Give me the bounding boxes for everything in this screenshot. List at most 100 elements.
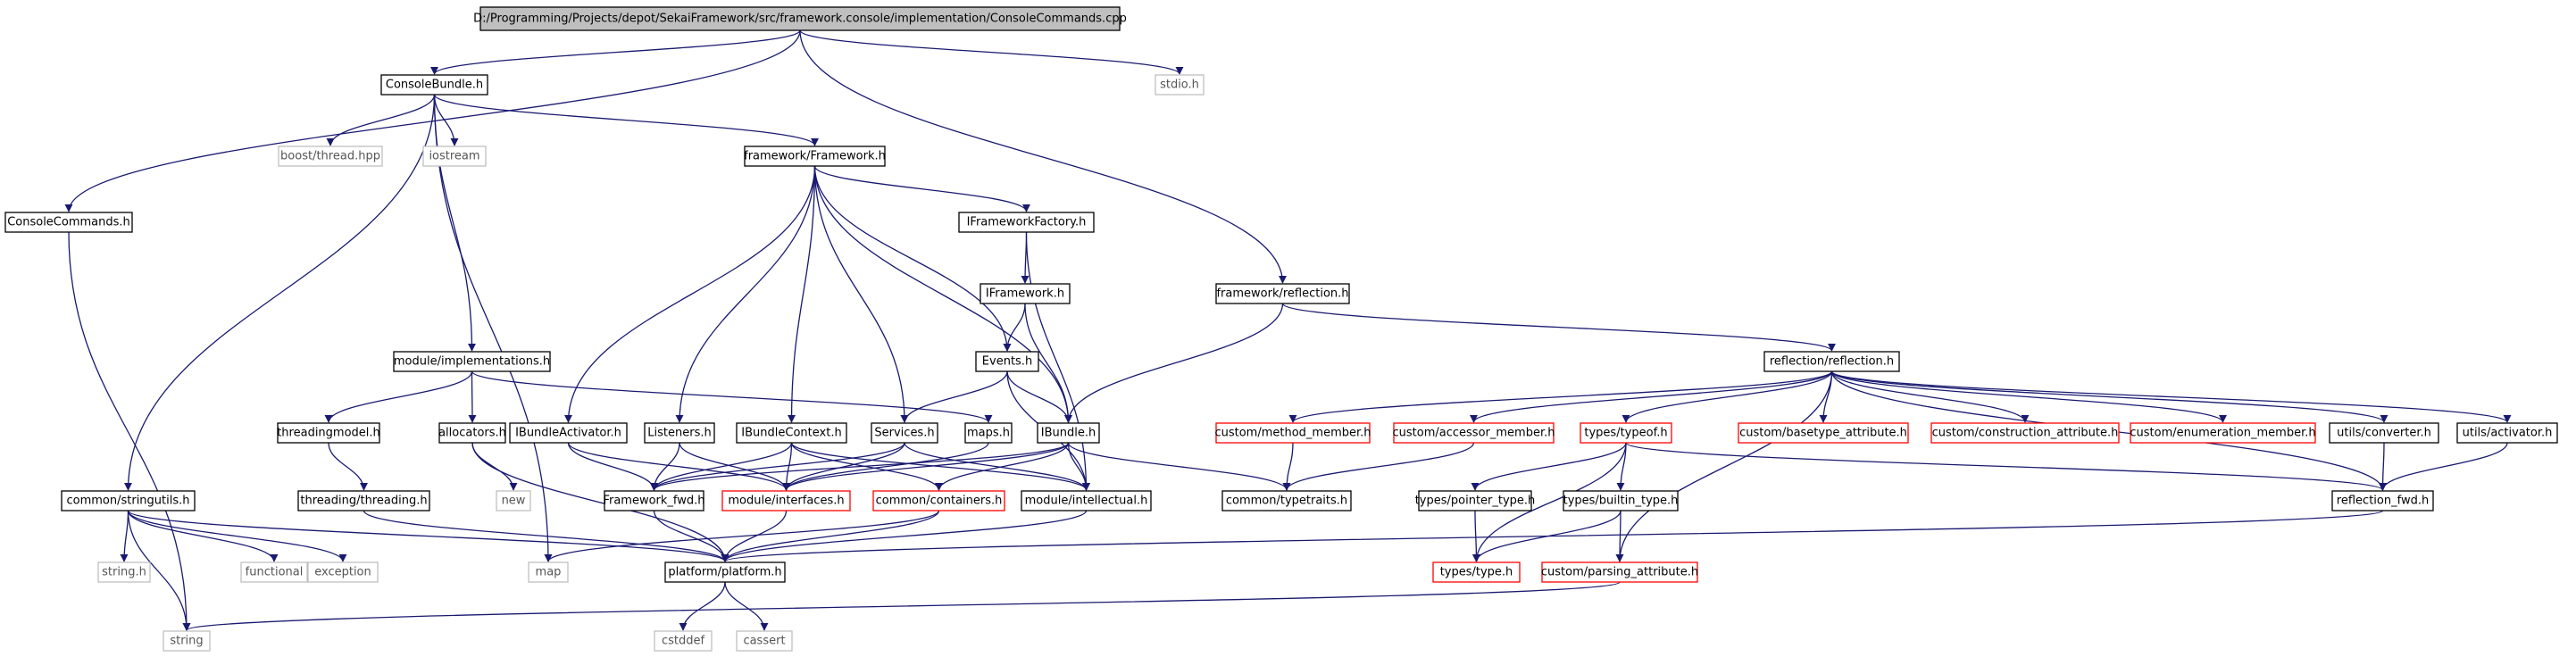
node-cstddef: cstddef <box>654 630 713 652</box>
edge-common-stringutils-to-string-h <box>120 510 129 562</box>
node-string-h: string.h <box>97 561 151 583</box>
node-common-typetraits-h[interactable]: common/typetraits.h <box>1221 490 1352 511</box>
node-box <box>1215 422 1371 444</box>
edge-consolebundle-to-framework <box>433 94 819 146</box>
node-framework-fwd-h[interactable]: Framework_fwd.h <box>603 490 705 511</box>
node-listeners-h[interactable]: Listeners.h <box>644 422 715 444</box>
edge-root-to-consolebundle <box>430 29 801 75</box>
node-module-intellectual-h[interactable]: module/intellectual.h <box>1021 490 1152 511</box>
edge-refl-refl-to-custom-method <box>1288 370 1833 423</box>
node-framework-framework-h[interactable]: framework/Framework.h <box>744 146 886 167</box>
node-box <box>393 351 551 372</box>
node-box <box>2130 422 2316 444</box>
node-services-h[interactable]: Services.h <box>871 422 938 444</box>
edge-consolebundle-to-boost-thread <box>326 94 436 146</box>
node-custom-enumeration-member-h[interactable]: custom/enumeration_member.h <box>2130 422 2316 444</box>
node-box <box>1432 561 1521 583</box>
node-custom-parsing-attribute-h[interactable]: custom/parsing_attribute.h <box>1541 561 1698 583</box>
node-label: map <box>536 566 562 579</box>
edge-platform-to-cassert <box>724 581 769 631</box>
node-types-builtin-type-h[interactable]: types/builtin_type.h <box>1563 490 1679 511</box>
node-label: D:/Programming/Projects/depot/SekaiFrame… <box>473 12 1127 26</box>
edge-framework-to-iframeworkfactory <box>813 165 1030 212</box>
edge-ibundle-to-common-containers <box>934 442 1070 491</box>
node-threadingmodel-h[interactable]: threadingmodel.h <box>277 422 380 444</box>
node-consolecommands-h[interactable]: ConsoleCommands.h <box>4 212 133 233</box>
node-label: custom/accessor_member.h <box>1393 427 1555 440</box>
node-utils-converter-h[interactable]: utils/converter.h <box>2329 422 2439 444</box>
node-platform-platform-h[interactable]: platform/platform.h <box>664 561 786 583</box>
node-label: framework/reflection.h <box>1216 287 1348 301</box>
node-reflection-fwd-h[interactable]: reflection_fwd.h <box>2331 490 2434 511</box>
edge-module-impl-to-threadingmodel <box>324 370 473 423</box>
node-framework-reflection-h[interactable]: framework/reflection.h <box>1215 283 1350 304</box>
edge-framework-to-services <box>813 165 909 423</box>
node-box <box>61 490 196 511</box>
node-box <box>1541 561 1698 583</box>
node-box <box>958 212 1095 233</box>
node-box <box>277 422 380 444</box>
node-label: module/interfaces.h <box>728 495 844 508</box>
node-module-interfaces-h[interactable]: module/interfaces.h <box>721 490 851 511</box>
node-box <box>1221 490 1352 511</box>
node-consolebundle-h[interactable]: ConsoleBundle.h <box>380 74 488 96</box>
node-label: string <box>170 635 203 648</box>
node-layer: D:/Programming/Projects/depot/SekaiFrame… <box>4 6 2558 652</box>
edge-allocators-to-new <box>471 442 518 491</box>
node-reflection-reflection-h[interactable]: reflection/reflection.h <box>1763 351 1900 372</box>
edge-utils-activator-to-reflection-fwd <box>2378 442 2508 491</box>
node-box <box>980 283 1071 304</box>
node-ibundlecontext-h[interactable]: IBundleContext.h <box>736 422 847 444</box>
node-map: map <box>528 561 569 583</box>
node-box <box>1738 422 1909 444</box>
node-label: custom/method_member.h <box>1214 427 1371 440</box>
edge-fw-reflection-to-ibundle <box>1063 303 1284 423</box>
node-types-type-h[interactable]: types/type.h <box>1432 561 1521 583</box>
node-box <box>438 422 506 444</box>
edge-framework-to-listeners <box>675 165 816 423</box>
edge-consolebundle-to-module-impl <box>433 94 477 352</box>
node-maps-h[interactable]: maps.h <box>964 422 1013 444</box>
edge-reflection-fwd-to-platform <box>721 510 2384 562</box>
edge-custom-method-to-common-typetraits <box>1282 442 1294 491</box>
node-label: custom/construction_attribute.h <box>1932 427 2119 440</box>
node-d-programming-projects-depot-sekaiframework-src-framework-console-implementation-consolecommands-cpp[interactable]: D:/Programming/Projects/depot/SekaiFrame… <box>473 6 1127 31</box>
node-iframework-h[interactable]: IFramework.h <box>980 283 1071 304</box>
node-types-typeof-h[interactable]: types/typeof.h <box>1580 422 1672 444</box>
edge-module-impl-to-allocators <box>468 370 477 423</box>
edge-iframeworkfactory-to-module-intellectual <box>1025 231 1091 491</box>
edge-types-typeof-to-reflection-fwd <box>1625 442 2387 491</box>
node-iostream: iostream <box>422 146 487 167</box>
node-events-h[interactable]: Events.h <box>975 351 1039 372</box>
node-functional: functional <box>240 561 308 583</box>
node-custom-accessor-member-h[interactable]: custom/accessor_member.h <box>1393 422 1555 444</box>
node-threading-threading-h[interactable]: threading/threading.h <box>297 490 430 511</box>
node-label: maps.h <box>967 427 1010 440</box>
node-box <box>1215 283 1350 304</box>
node-box <box>1037 422 1100 444</box>
node-module-implementations-h[interactable]: module/implementations.h <box>393 351 551 372</box>
node-label: platform/platform.h <box>668 566 781 579</box>
node-label: module/intellectual.h <box>1025 495 1148 508</box>
node-custom-basetype-attribute-h[interactable]: custom/basetype_attribute.h <box>1738 422 1909 444</box>
node-iframeworkfactory-h[interactable]: IFrameworkFactory.h <box>958 212 1095 233</box>
node-label: stdio.h <box>1160 79 1199 92</box>
node-types-pointer-type-h[interactable]: types/pointer_type.h <box>1415 490 1536 511</box>
node-common-stringutils-h[interactable]: common/stringutils.h <box>61 490 196 511</box>
edge-consolecommands-to-string <box>68 231 191 631</box>
node-custom-method-member-h[interactable]: custom/method_member.h <box>1214 422 1371 444</box>
edge-events-to-ibundle <box>1006 370 1073 423</box>
node-exception: exception <box>307 561 379 583</box>
edge-consolebundle-to-map <box>433 94 553 562</box>
edge-refl-refl-to-custom-enumeration <box>1830 370 2227 423</box>
node-utils-activator-h[interactable]: utils/activator.h <box>2456 422 2558 444</box>
node-box <box>871 422 938 444</box>
node-allocators-h[interactable]: allocators.h <box>438 422 506 444</box>
edge-consolebundle-to-common-stringutils <box>123 94 436 491</box>
node-box <box>240 561 308 583</box>
node-custom-construction-attribute-h[interactable]: custom/construction_attribute.h <box>1930 422 2120 444</box>
node-common-containers-h[interactable]: common/containers.h <box>872 490 1005 511</box>
node-ibundle-h[interactable]: IBundle.h <box>1037 422 1100 444</box>
node-ibundleactivator-h[interactable]: IBundleActivator.h <box>509 422 628 444</box>
edge-iframework-to-events <box>1003 303 1026 352</box>
